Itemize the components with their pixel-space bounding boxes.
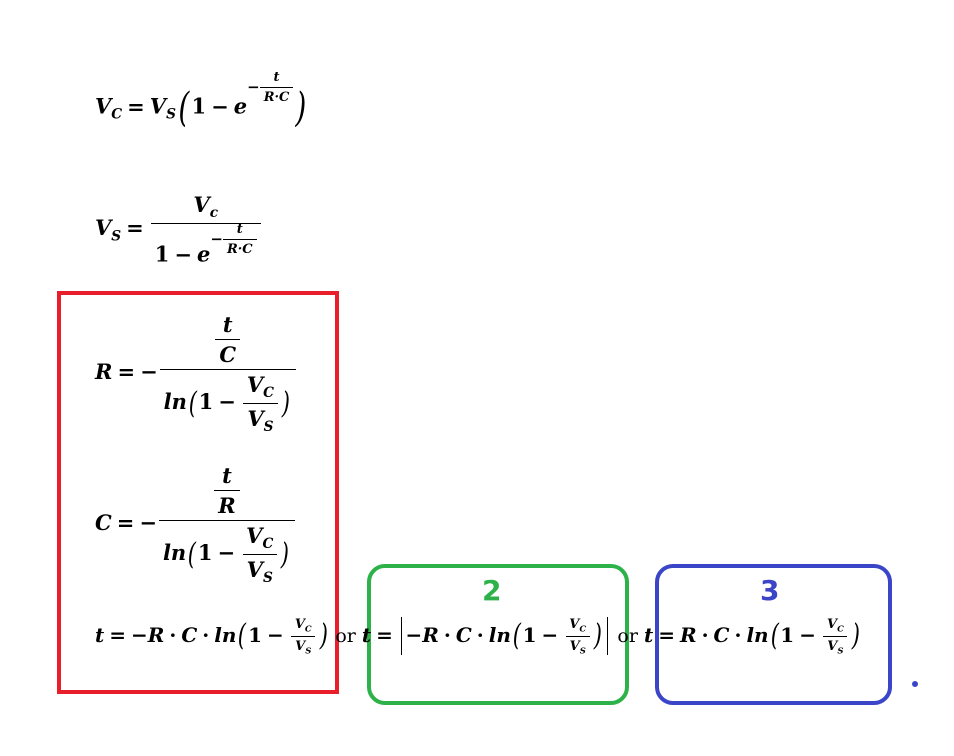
red-highlight-box [57,291,339,694]
blue-highlight-box [655,564,892,705]
label-2: 2 [482,574,502,607]
blue-dot [912,681,918,687]
label-3: 3 [760,574,780,607]
green-highlight-box [367,564,629,705]
or-text-2: or [617,624,638,647]
or-text-1: or [335,624,356,647]
